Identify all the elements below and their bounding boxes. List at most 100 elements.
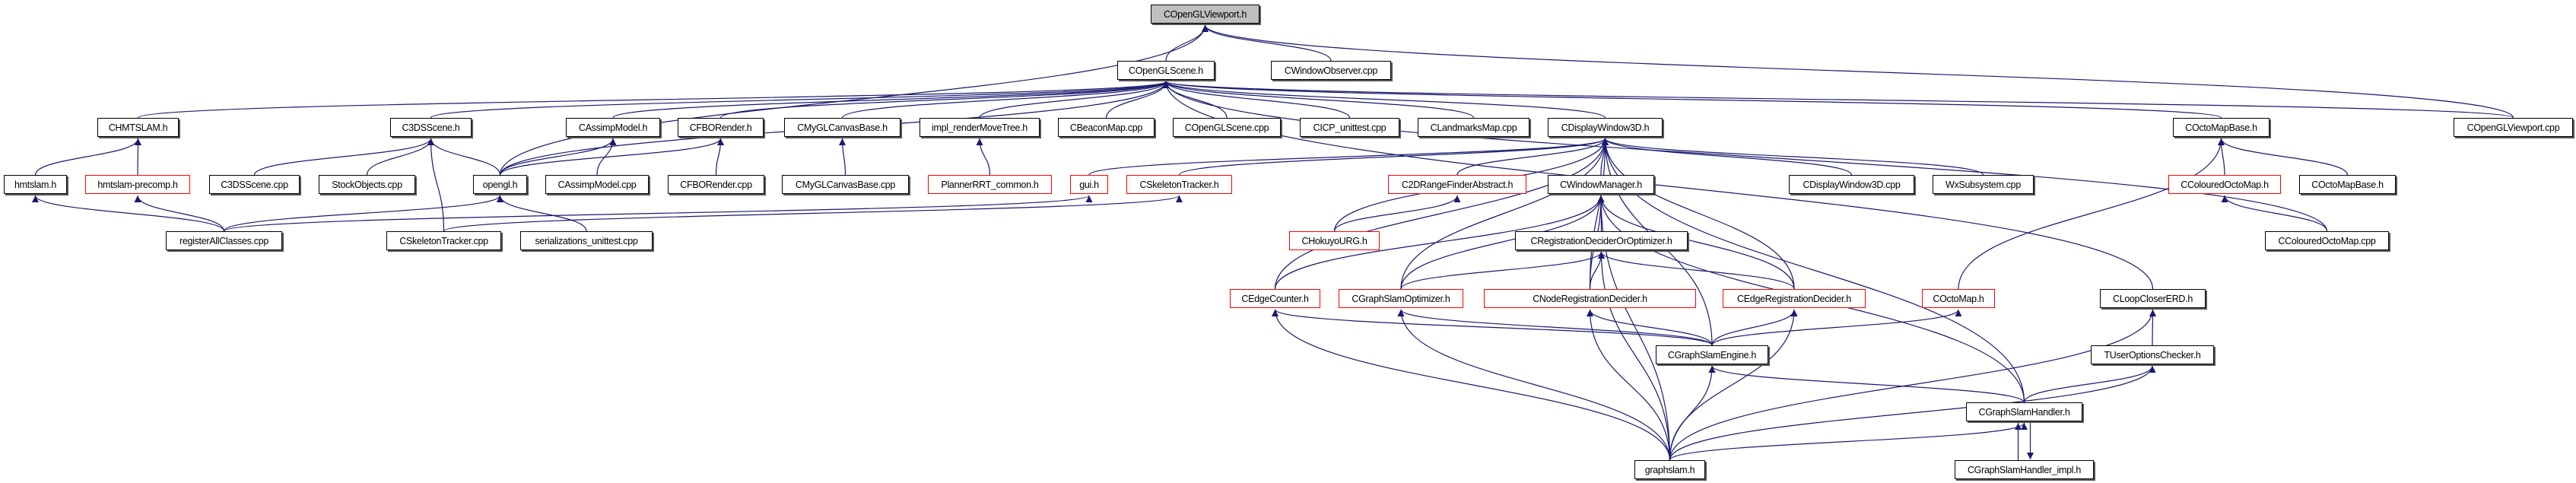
graph-node[interactable]: CMyGLCanvasBase.h xyxy=(784,118,900,137)
dependency-edge xyxy=(1669,365,1716,461)
dependency-edge xyxy=(1105,81,1170,119)
graph-node[interactable]: CRegistrationDeciderOrOptimizer.h xyxy=(1515,231,1688,250)
graph-node[interactable]: impl_renderMoveTree.h xyxy=(920,118,1040,137)
graph-node[interactable]: CColouredOctoMap.h xyxy=(2168,175,2281,194)
graph-node-label: CGraphSlamHandler.h xyxy=(1978,406,2070,418)
graph-node[interactable]: CWindowManager.h xyxy=(1548,175,1654,194)
dependency-edge xyxy=(1088,138,1609,176)
graph-node-label: COpenGLScene.h xyxy=(1129,65,1203,76)
graph-node[interactable]: COpenGLScene.h xyxy=(1117,61,1215,80)
graph-node[interactable]: WxSubsystem.cpp xyxy=(1933,175,2034,194)
graph-node-label: TUserOptionsChecker.h xyxy=(2104,349,2201,361)
graph-node-label: CLandmarksMap.cpp xyxy=(1430,122,1517,133)
graph-node-label: serializations_unittest.cpp xyxy=(535,235,638,246)
dependency-edge xyxy=(1602,138,1853,176)
graph-node[interactable]: CLoopCloserERD.h xyxy=(2100,289,2206,308)
graph-node-label: CGraphSlamEngine.h xyxy=(1667,349,1757,361)
graph-node-label: CICP_unittest.cpp xyxy=(1313,122,1386,133)
graph-node[interactable]: CDisplayWindow3D.h xyxy=(1548,118,1663,137)
graph-node[interactable]: CBeaconMap.cpp xyxy=(1058,118,1155,137)
dependency-edge xyxy=(1587,309,1671,461)
graph-node-label: CGraphSlamOptimizer.h xyxy=(1352,293,1450,304)
graph-node[interactable]: CAssimpModel.h xyxy=(566,118,660,137)
graph-node[interactable]: CGraphSlamEngine.h xyxy=(1656,345,1768,364)
dependency-edge xyxy=(612,81,1170,119)
graph-node-label: CSkeletonTracker.h xyxy=(1139,179,1219,190)
graph-node[interactable]: C2DRangeFinderAbstract.h xyxy=(1388,175,1526,194)
graph-node[interactable]: COpenGLScene.cpp xyxy=(1173,118,1281,137)
graph-node[interactable]: COpenGLViewport.cpp xyxy=(2454,118,2573,137)
graph-node[interactable]: PlannerRRT_common.h xyxy=(928,175,1052,194)
graph-node[interactable]: gui.h xyxy=(1070,175,1108,194)
graph-node[interactable]: COctoMapBase.h xyxy=(2173,118,2269,137)
graph-node-label: hmtslam-precomp.h xyxy=(97,179,178,190)
graph-node[interactable]: CGraphSlamOptimizer.h xyxy=(1339,289,1463,308)
graph-node-label: C3DSScene.cpp xyxy=(221,179,288,190)
graph-node[interactable]: CEdgeRegistrationDecider.h xyxy=(1723,289,1866,308)
dependency-edge xyxy=(1274,195,1605,290)
graph-node[interactable]: registerAllClasses.cpp xyxy=(166,231,282,250)
graph-node[interactable]: C3DSScene.h xyxy=(390,118,472,137)
graph-node-label: COpenGLViewport.h xyxy=(1163,8,1247,20)
dependency-edge xyxy=(1163,81,2514,119)
graph-node[interactable]: CSkeletonTracker.h xyxy=(1126,175,1232,194)
dependency-edge xyxy=(1333,195,1461,232)
graph-node[interactable]: CAssimpModel.cpp xyxy=(545,175,649,194)
dependency-edge xyxy=(1456,138,1609,176)
graph-node[interactable]: CHokuyoURG.h xyxy=(1289,231,1380,250)
graph-node-label: hmtslam.h xyxy=(14,179,56,190)
graph-node-label: COctoMapBase.h xyxy=(2311,179,2384,190)
dependency-edge xyxy=(1274,138,1609,290)
graph-node[interactable]: CGraphSlamHandler_impl.h xyxy=(1955,460,2094,479)
graph-node-label: CMyGLCanvasBase.cpp xyxy=(795,179,896,190)
dependency-edge xyxy=(1397,309,1713,346)
graph-node[interactable]: C3DSScene.cpp xyxy=(209,175,300,194)
graph-node[interactable]: COctoMap.h xyxy=(1922,289,1995,308)
graph-node[interactable]: CEdgeCounter.h xyxy=(1230,289,1320,308)
dependency-edge xyxy=(34,138,141,176)
graph-node[interactable]: CMyGLCanvasBase.cpp xyxy=(782,175,909,194)
graph-node-label: gui.h xyxy=(1079,179,1099,190)
graph-node-label: COctoMap.h xyxy=(1933,293,1984,304)
graph-node[interactable]: serializations_unittest.cpp xyxy=(520,231,653,250)
graph-node[interactable]: TUserOptionsChecker.h xyxy=(2091,345,2214,364)
dependency-edge xyxy=(1202,24,2514,119)
dependency-edge xyxy=(430,81,1170,119)
graph-node[interactable]: CSkeletonTracker.cpp xyxy=(386,231,501,250)
graph-node-label: COpenGLScene.cpp xyxy=(1184,122,1269,133)
graph-node[interactable]: COctoMapBase.h xyxy=(2299,175,2396,194)
dependency-edge xyxy=(137,81,1169,119)
graph-node[interactable]: CNodeRegistrationDecider.h xyxy=(1484,289,1696,308)
graph-node[interactable]: CWindowObserver.cpp xyxy=(1271,61,1391,80)
graph-node[interactable]: CFBORender.h xyxy=(678,118,764,137)
graph-node[interactable]: graphslam.h xyxy=(1634,460,1705,479)
dependency-edge xyxy=(1602,138,1795,290)
dependency-edge xyxy=(1589,251,1605,290)
graph-node[interactable]: CHMTSLAM.h xyxy=(97,118,179,137)
graph-node[interactable]: hmtslam.h xyxy=(4,175,67,194)
dependency-edge xyxy=(1711,309,1962,346)
dependency-edge xyxy=(223,195,503,232)
dependency-edge xyxy=(1400,195,1605,290)
graph-node[interactable]: CICP_unittest.cpp xyxy=(1300,118,1399,137)
dependency-edge xyxy=(223,195,1093,232)
graph-node[interactable]: CLandmarksMap.cpp xyxy=(1418,118,1529,137)
dependency-edge xyxy=(1589,138,1609,290)
dependency-edge xyxy=(2149,309,2156,346)
dependency-edge xyxy=(1669,422,2028,461)
graph-node[interactable]: opengl.h xyxy=(473,175,527,194)
dependency-edge xyxy=(1669,365,2156,461)
graph-node[interactable]: StockObjects.cpp xyxy=(319,175,415,194)
graph-node-label: CLoopCloserERD.h xyxy=(2113,293,2193,304)
dependency-edge xyxy=(32,195,225,232)
graph-node[interactable]: hmtslam-precomp.h xyxy=(85,175,190,194)
graph-node-label: CNodeRegistrationDecider.h xyxy=(1533,293,1647,304)
graph-node: COpenGLViewport.h xyxy=(1151,5,1259,24)
graph-node-label: CAssimpModel.h xyxy=(578,122,648,133)
graph-node[interactable]: CFBORender.cpp xyxy=(668,175,764,194)
dependency-edge xyxy=(1602,138,1984,176)
graph-node[interactable]: CDisplayWindow3D.cpp xyxy=(1789,175,1914,194)
graph-node-label: CSkeletonTracker.cpp xyxy=(399,235,488,246)
graph-node[interactable]: CGraphSlamHandler.h xyxy=(1966,402,2082,421)
graph-node[interactable]: CColouredOctoMap.cpp xyxy=(2265,231,2389,250)
